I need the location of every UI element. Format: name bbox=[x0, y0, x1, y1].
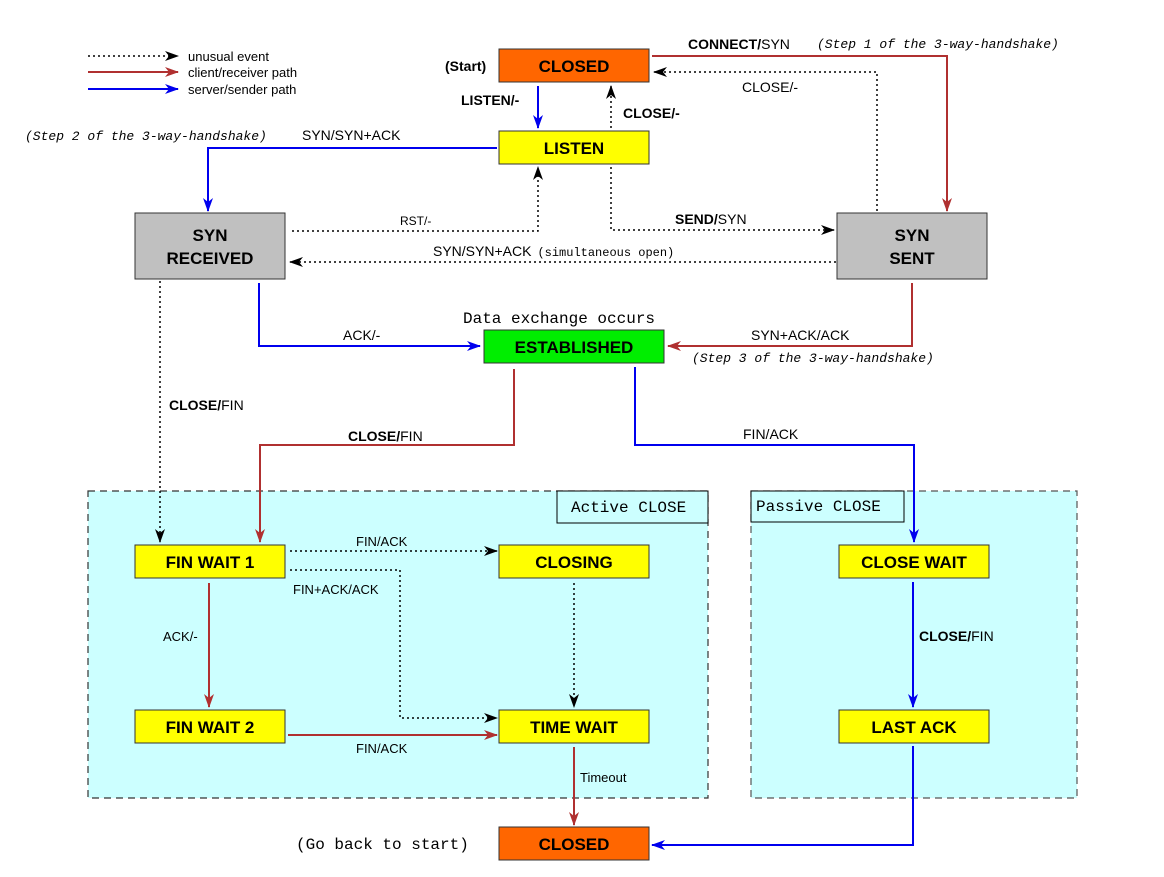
start-annotation: (Start) bbox=[445, 58, 486, 74]
label-ack: ACK/- bbox=[343, 327, 381, 343]
state-time-wait-label: TIME WAIT bbox=[530, 718, 618, 737]
state-closing-label: CLOSING bbox=[535, 553, 612, 572]
label-fin-ack-tw: FIN/ACK bbox=[356, 741, 408, 756]
active-close-region: Active CLOSE bbox=[87, 490, 709, 799]
state-close-wait: CLOSE WAIT bbox=[838, 544, 990, 579]
label-close-fin-cw: CLOSE/FIN bbox=[919, 628, 994, 644]
state-established: ESTABLISHED bbox=[483, 329, 665, 364]
legend-client-label: client/receiver path bbox=[188, 65, 297, 80]
arrow-rst bbox=[292, 166, 543, 232]
go-back-annotation: (Go back to start) bbox=[296, 836, 469, 854]
state-time-wait: TIME WAIT bbox=[498, 709, 650, 744]
label-syn-synack: SYN/SYN+ACK bbox=[302, 127, 401, 143]
state-established-label: ESTABLISHED bbox=[515, 338, 634, 357]
state-closed-bottom: CLOSED bbox=[498, 826, 650, 861]
state-close-wait-label: CLOSE WAIT bbox=[861, 553, 967, 572]
step3-annotation: (Step 3 of the 3-way-handshake) bbox=[692, 351, 934, 366]
step2-annotation: (Step 2 of the 3-way-handshake) bbox=[25, 129, 267, 144]
arrow-close-synsent bbox=[653, 67, 878, 211]
state-closed-top: CLOSED bbox=[498, 48, 650, 83]
arrow-lastack-closed bbox=[651, 746, 914, 850]
state-last-ack: LAST ACK bbox=[838, 709, 990, 744]
label-close-synsent: CLOSE/- bbox=[742, 79, 798, 95]
state-fin-wait-2: FIN WAIT 2 bbox=[134, 709, 286, 744]
state-syn-received: SYN RECEIVED bbox=[134, 212, 286, 280]
arrow-syn-synack bbox=[203, 147, 497, 212]
state-fin-wait-1: FIN WAIT 1 bbox=[134, 544, 286, 579]
state-listen: LISTEN bbox=[498, 130, 650, 165]
label-close-fin-est: CLOSE/FIN bbox=[348, 428, 423, 444]
state-last-ack-label: LAST ACK bbox=[871, 718, 957, 737]
state-closing: CLOSING bbox=[498, 544, 650, 579]
passive-close-label: Passive CLOSE bbox=[756, 498, 881, 516]
label-synack-ack: SYN+ACK/ACK bbox=[751, 327, 850, 343]
state-closed-top-label: CLOSED bbox=[539, 57, 610, 76]
label-listen: LISTEN/- bbox=[461, 92, 520, 108]
label-close-fin-synrcvd: CLOSE/FIN bbox=[169, 397, 244, 413]
state-syn-sent: SYN SENT bbox=[836, 212, 988, 280]
state-syn-received-label-1: SYN bbox=[193, 226, 228, 245]
arrow-connect bbox=[652, 55, 952, 212]
state-fin-wait-1-label: FIN WAIT 1 bbox=[166, 553, 255, 572]
label-send-syn: SEND/SYN bbox=[675, 211, 747, 227]
label-connect-syn: CONNECT/SYN bbox=[688, 36, 790, 52]
label-fin-ack-closing: FIN/ACK bbox=[356, 534, 408, 549]
label-finack-ack: FIN+ACK/ACK bbox=[293, 582, 379, 597]
label-syn-synack-sim: SYN/SYN+ACK(simultaneous open) bbox=[433, 243, 674, 260]
active-close-label: Active CLOSE bbox=[571, 499, 686, 517]
legend: unusual event client/receiver path serve… bbox=[88, 49, 297, 97]
arrow-close-fin-est bbox=[255, 369, 515, 543]
label-rst: RST/- bbox=[400, 214, 431, 228]
arrow-synack-ack bbox=[667, 283, 913, 351]
state-closed-bottom-label: CLOSED bbox=[539, 835, 610, 854]
arrow-send bbox=[610, 167, 835, 235]
legend-unusual-label: unusual event bbox=[188, 49, 269, 64]
state-fin-wait-2-label: FIN WAIT 2 bbox=[166, 718, 255, 737]
arrow-ack bbox=[258, 283, 481, 351]
arrow-fin-ack-est bbox=[634, 367, 919, 543]
label-close-listen: CLOSE/- bbox=[623, 105, 680, 121]
label-ack-fw2: ACK/- bbox=[163, 629, 198, 644]
label-timeout: Timeout bbox=[580, 770, 627, 785]
state-syn-received-label-2: RECEIVED bbox=[167, 249, 254, 268]
data-exchange-annotation: Data exchange occurs bbox=[463, 310, 655, 328]
state-syn-sent-label-2: SENT bbox=[889, 249, 935, 268]
label-fin-ack-est: FIN/ACK bbox=[743, 426, 799, 442]
state-listen-label: LISTEN bbox=[544, 139, 604, 158]
arrow-finack-ack bbox=[290, 569, 498, 723]
step1-annotation: (Step 1 of the 3-way-handshake) bbox=[817, 37, 1059, 52]
state-syn-sent-label-1: SYN bbox=[895, 226, 930, 245]
legend-server-label: server/sender path bbox=[188, 82, 296, 97]
